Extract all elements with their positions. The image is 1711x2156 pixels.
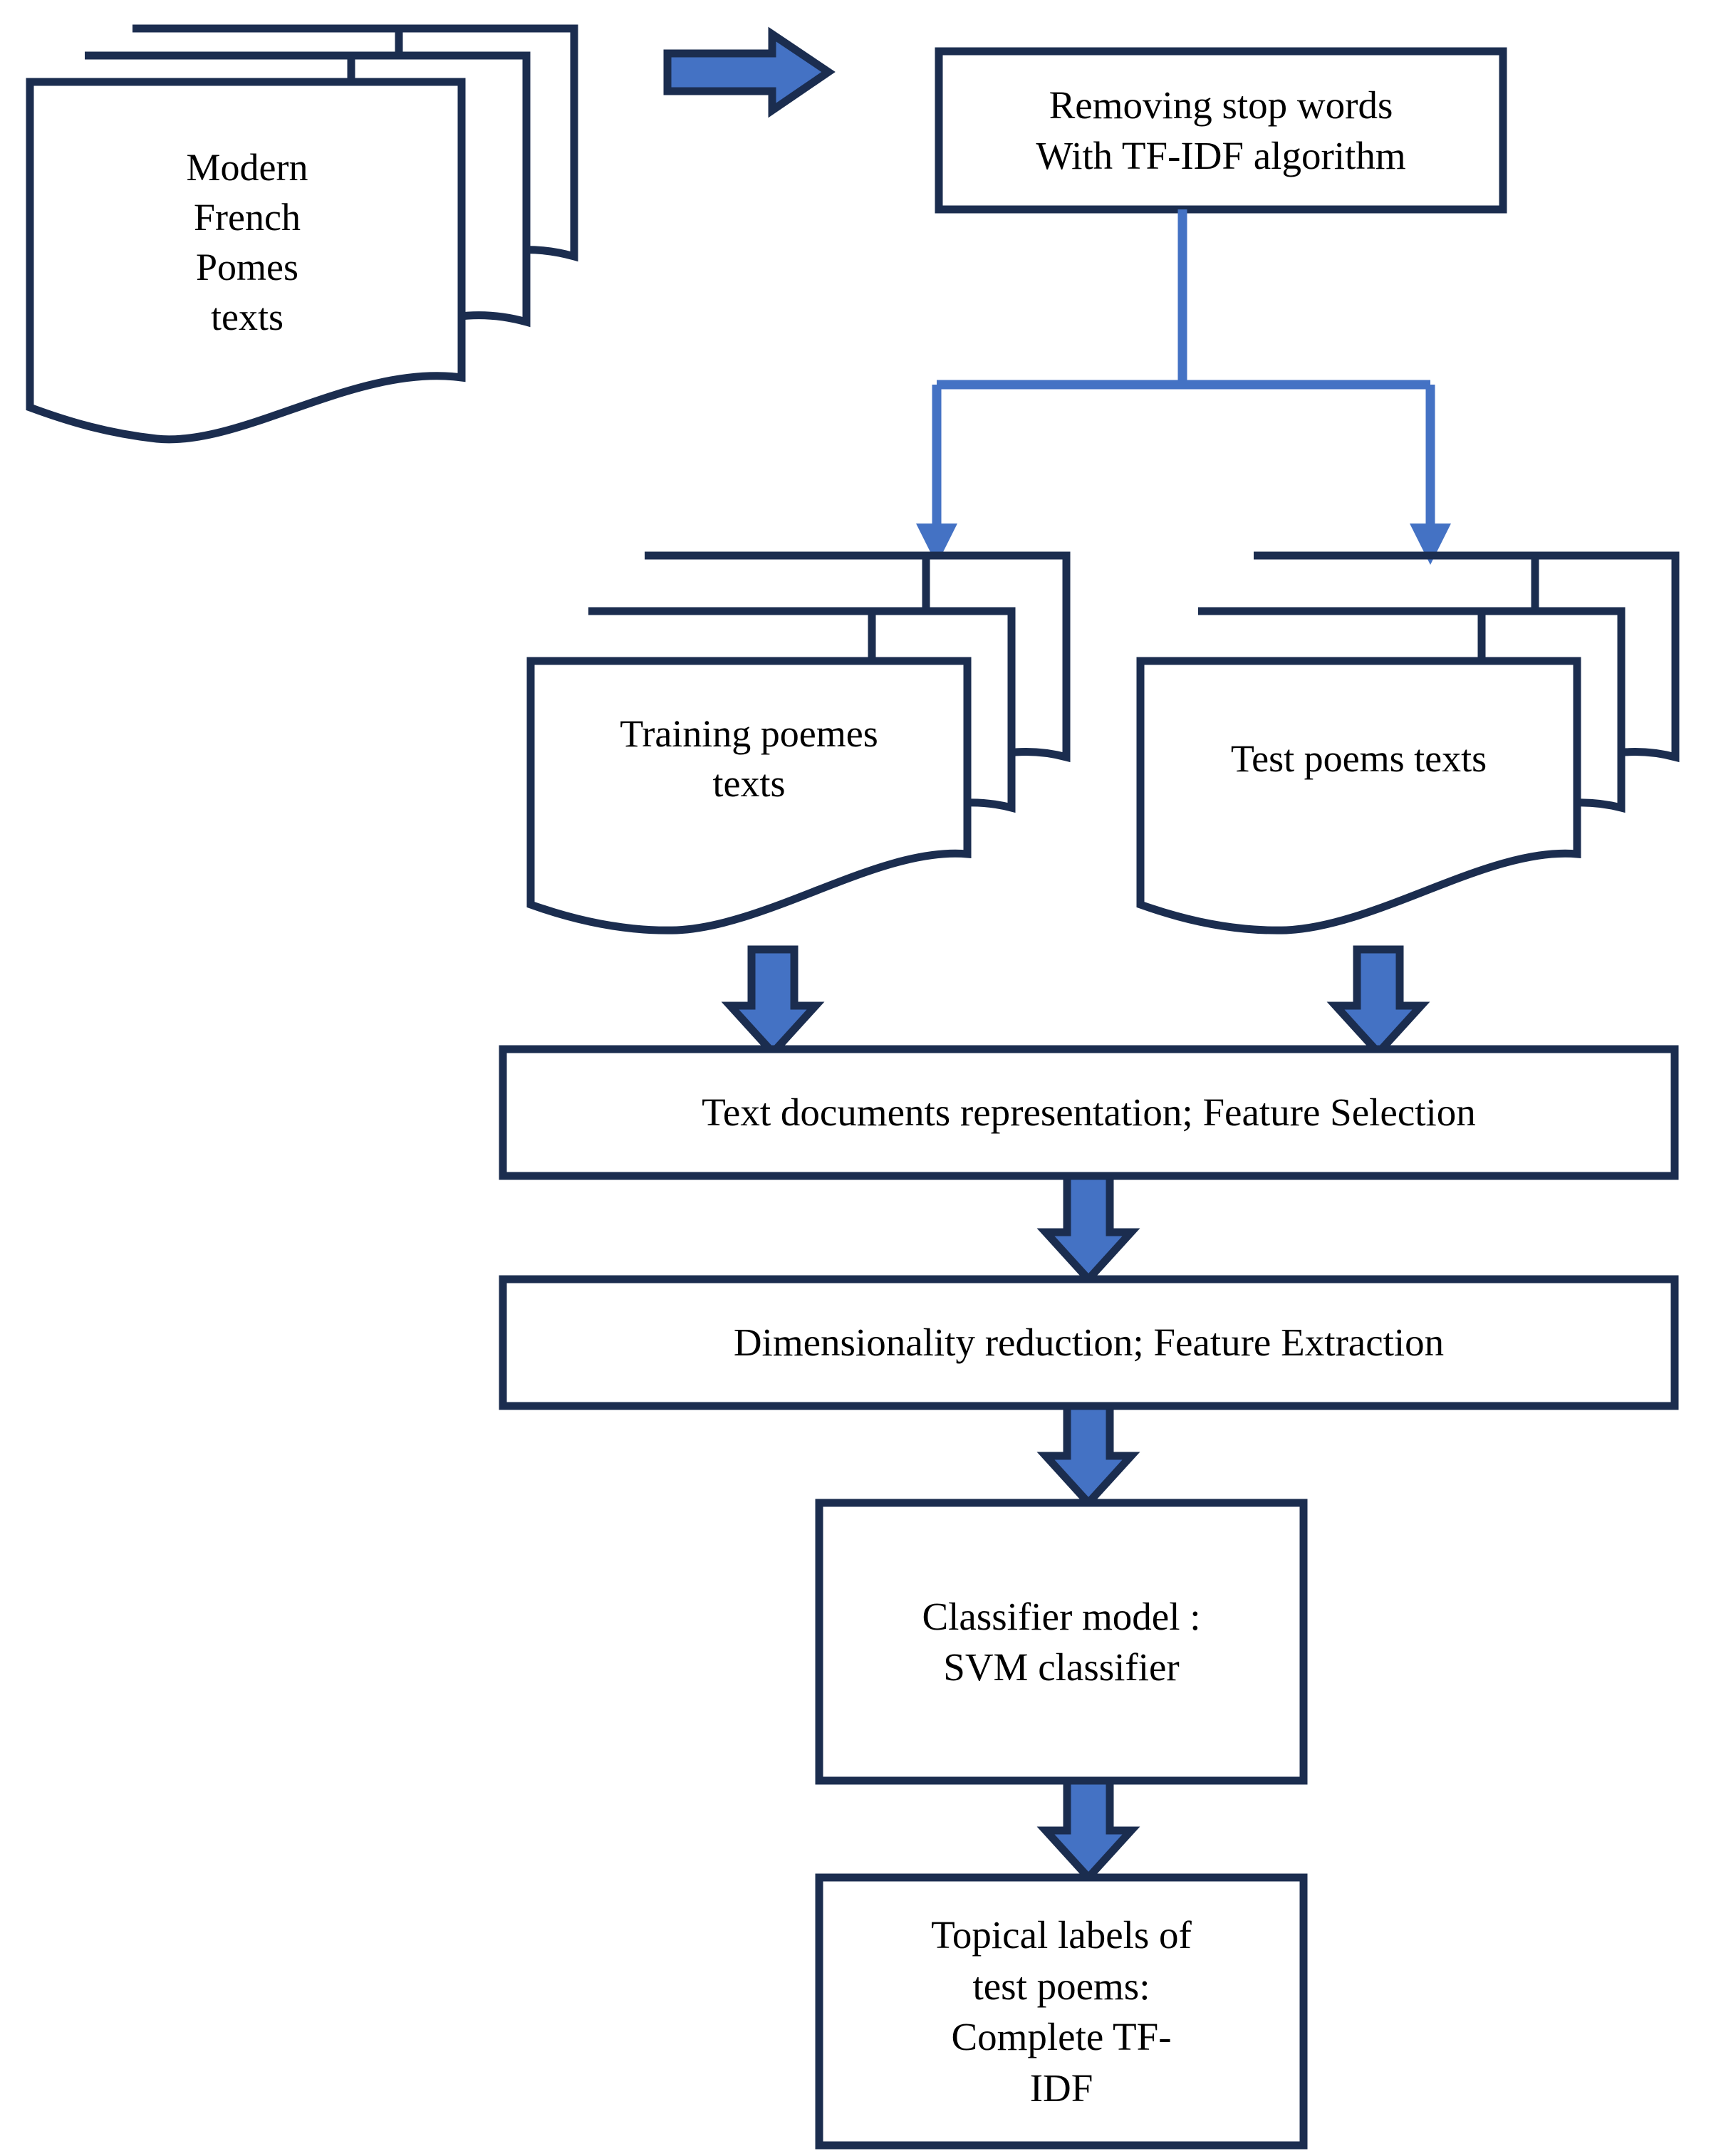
preprocessing-label: Removing stop words With TF-IDF algorith… <box>1036 83 1406 178</box>
arrow-training-to-representation <box>721 945 825 1059</box>
training-doc-front <box>526 657 972 934</box>
training-documents-label: Training poemes texts <box>620 712 878 805</box>
test-documents-stack[interactable] <box>1136 551 1680 934</box>
arrow-test-to-representation <box>1326 945 1430 1059</box>
output-label: Topical labels of test poems: Complete T… <box>931 1913 1192 2110</box>
representation-box[interactable] <box>499 1045 1679 1180</box>
source-doc-front <box>26 78 466 444</box>
dimensionality-box[interactable] <box>499 1275 1679 1410</box>
split-arrowhead-right <box>1410 524 1451 565</box>
split-arrowhead-left <box>916 524 957 565</box>
source-documents-stack[interactable] <box>26 24 578 444</box>
test-doc-front <box>1136 657 1581 934</box>
training-documents-stack[interactable] <box>526 551 1071 934</box>
classifier-label: Classifier model : SVM classifier <box>922 1594 1201 1689</box>
dimensionality-label: Dimensionality reduction; Feature Extrac… <box>733 1321 1445 1365</box>
source-documents-label: Modern French Pomes texts <box>186 145 308 339</box>
representation-label: Text documents representation; Feature S… <box>702 1090 1476 1135</box>
arrow-source-to-preprocessing <box>663 26 836 118</box>
output-box[interactable] <box>815 1873 1308 2150</box>
classifier-box[interactable] <box>815 1499 1308 1785</box>
arrow-dimensionality-to-classifier <box>1036 1402 1140 1509</box>
preprocessing-box[interactable] <box>935 47 1507 214</box>
test-documents-label: Test poems texts <box>1230 736 1487 780</box>
split-connector <box>916 209 1451 565</box>
arrow-classifier-to-output <box>1036 1776 1140 1884</box>
arrow-representation-to-dimensionality <box>1036 1172 1140 1286</box>
